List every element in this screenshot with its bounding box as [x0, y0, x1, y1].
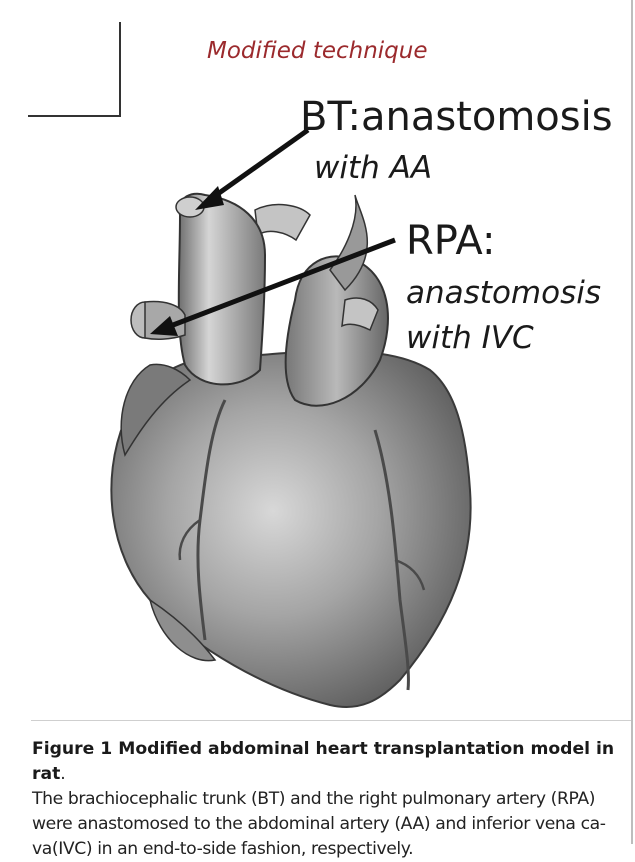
- label-bt-line2: with AA: [314, 150, 432, 186]
- label-rpa-line2: anastomosis: [406, 275, 601, 311]
- figure-caption: Figure 1 Modified abdominal heart transp…: [32, 737, 627, 862]
- label-rpa-line1: RPA:: [406, 218, 496, 264]
- heart-ventricles: [111, 351, 470, 707]
- vessel-tie-top: [255, 205, 310, 240]
- arrow-bt: [205, 130, 308, 203]
- figure-title-label: Modified technique: [207, 38, 428, 64]
- label-rpa-line3: with IVC: [406, 320, 534, 356]
- caption-heading: Figure 1 Modified abdominal heart transp…: [32, 739, 614, 784]
- label-bt-line1: BT:anastomosis: [300, 94, 613, 140]
- caption-body: The brachiocephalic trunk (BT) and the r…: [32, 787, 627, 862]
- caption-heading-end: .: [60, 764, 65, 784]
- figure-panel: Modified technique BT:anastomosis with A…: [0, 0, 635, 844]
- caption-divider: [31, 720, 631, 721]
- aorta: [179, 194, 265, 385]
